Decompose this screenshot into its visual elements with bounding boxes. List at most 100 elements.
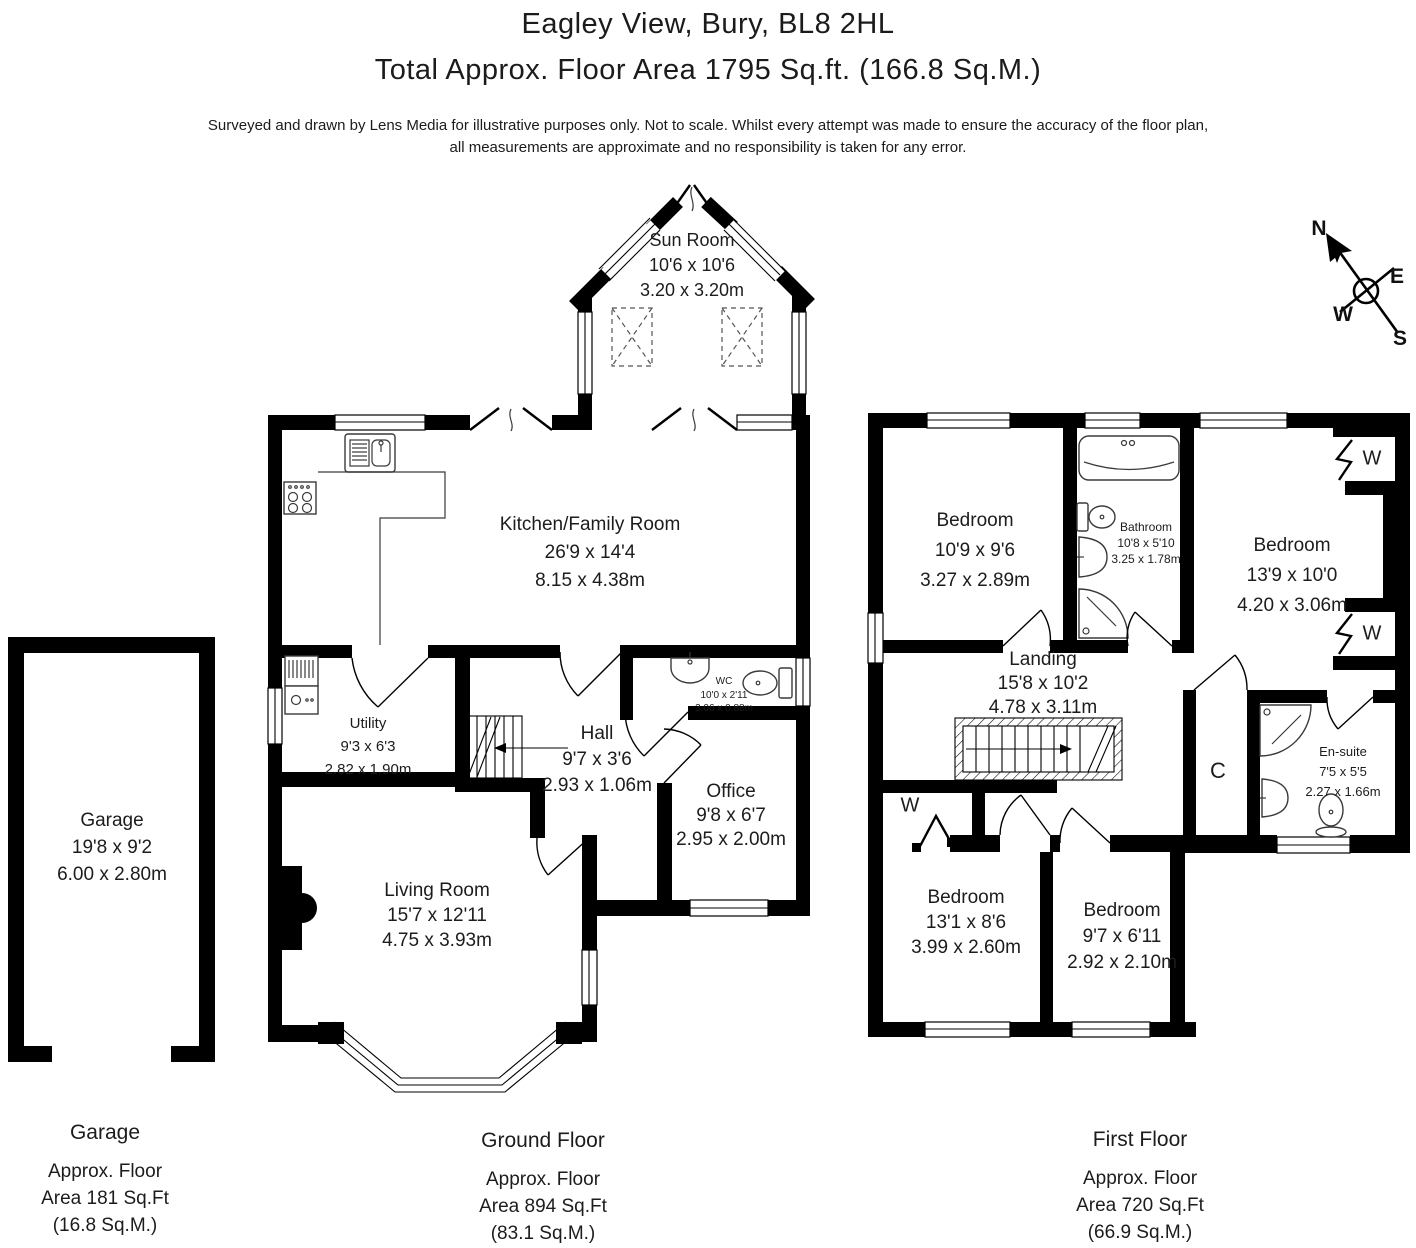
- room-label-sun-room: Sun Room 10'6 x 10'6 3.20 x 3.20m: [640, 228, 744, 302]
- first-floor-caption: First Floor Approx. Floor Area 720 Sq.Ft…: [1076, 1128, 1204, 1246]
- first-floor-plan: [867, 412, 1410, 1038]
- bathroom-basin-icon: [1077, 536, 1108, 578]
- cupboard-marker: C: [1210, 758, 1226, 783]
- wardrobe-bifold-icon: [912, 439, 1353, 852]
- sun-room-structure: [569, 184, 815, 420]
- caption-line: Area 720 Sq.Ft: [1076, 1195, 1204, 1216]
- room-size-metric: 6.00 x 2.80m: [57, 864, 167, 885]
- room-size-metric: 4.78 x 3.11m: [988, 697, 1098, 718]
- room-name: Bedroom: [936, 510, 1014, 531]
- room-size-metric: 4.75 x 3.93m: [382, 930, 492, 951]
- room-name: Kitchen/Family Room: [499, 514, 681, 535]
- room-label-hall: Hall 9'7 x 3'6 2.93 x 1.06m: [542, 721, 652, 799]
- room-label-bedroom-2: Bedroom 13'9 x 10'0 4.20 x 3.06m: [1237, 531, 1347, 621]
- stairs-arrow-icon: [1060, 744, 1072, 754]
- room-size-metric: 3.06 x 0.88m: [695, 703, 753, 714]
- caption-line: Approx. Floor: [485, 1169, 601, 1190]
- caption-line: Area 181 Sq.Ft: [41, 1188, 169, 1209]
- sink-icon: [344, 433, 396, 473]
- room-size-imperial: 10'0 x 2'11: [700, 689, 748, 701]
- room-label-ensuite: En-suite 7'5 x 5'5 2.27 x 1.66m: [1305, 742, 1380, 802]
- first-floor-doors: [999, 609, 1374, 844]
- room-label-kitchen: Kitchen/Family Room 26'9 x 14'4 8.15 x 4…: [500, 511, 681, 595]
- room-size-metric: 3.27 x 2.89m: [920, 570, 1030, 591]
- room-name: Bathroom: [1119, 520, 1173, 534]
- disclaimer-line-2: all measurements are approximate and no …: [449, 139, 967, 156]
- room-name: Bedroom: [1083, 900, 1161, 921]
- room-name: Bedroom: [927, 887, 1005, 908]
- total-area-subtitle: Total Approx. Floor Area 1795 Sq.ft. (16…: [374, 54, 1042, 86]
- garage-caption: Garage Approx. Floor Area 181 Sq.Ft (16.…: [41, 1121, 169, 1239]
- compass-east-label: E: [1389, 265, 1405, 288]
- caption-title: Garage: [69, 1121, 141, 1144]
- room-name: Utility: [349, 715, 387, 732]
- first-floor-walls: [868, 413, 1410, 1037]
- ensuite-basin-icon: [1260, 778, 1289, 818]
- skylight-icon: [611, 307, 653, 367]
- ground-floor-windows: [267, 414, 811, 1006]
- ground-floor-walls: [268, 415, 810, 1044]
- ground-stairs: [467, 715, 568, 779]
- apex-double-door: [670, 184, 714, 213]
- room-name: En-suite: [1319, 744, 1367, 759]
- room-size-metric: 3.25 x 1.78m: [1111, 552, 1181, 566]
- ground-floor-doors: [351, 651, 702, 876]
- room-size-imperial: 9'7 x 6'11: [1082, 926, 1162, 947]
- wardrobe-marker: W: [900, 794, 920, 817]
- room-name: Bedroom: [1253, 535, 1331, 556]
- room-size-imperial: 19'8 x 9'2: [71, 837, 153, 858]
- room-size-metric: 2.27 x 1.66m: [1305, 784, 1381, 799]
- bathroom-shower-icon: [1078, 588, 1129, 639]
- room-size-imperial: 9'7 x 3'6: [562, 749, 632, 770]
- bathroom-toilet-icon: [1076, 502, 1116, 532]
- room-name: Garage: [80, 810, 144, 831]
- room-size-imperial: 7'5 x 5'5: [1319, 764, 1367, 779]
- ground-floor-caption: Ground Floor Approx. Floor Area 894 Sq.F…: [479, 1129, 607, 1247]
- wardrobe-marker: W: [1362, 447, 1382, 470]
- room-size-metric: 4.20 x 3.06m: [1237, 595, 1347, 616]
- room-size-imperial: 9'8 x 6'7: [696, 805, 766, 826]
- room-size-metric: 8.15 x 4.38m: [535, 570, 645, 591]
- utility-appliance-icon: [284, 655, 319, 715]
- room-size-metric: 2.95 x 2.00m: [676, 829, 786, 850]
- landing-stairs: [954, 717, 1123, 781]
- room-size-imperial: 13'1 x 8'6: [925, 912, 1007, 933]
- caption-line: Area 894 Sq.Ft: [479, 1196, 607, 1217]
- room-size-imperial: 10'6 x 10'6: [649, 254, 735, 275]
- compass-rose-icon: [1326, 233, 1400, 334]
- room-name: Landing: [1009, 649, 1077, 670]
- page-title: Eagley View, Bury, BL8 2HL: [521, 8, 895, 40]
- ground-floor-plan: [267, 184, 815, 1093]
- room-size-metric: 2.92 x 2.10m: [1067, 952, 1177, 973]
- room-label-office: Office 9'8 x 6'7 2.95 x 2.00m: [676, 780, 786, 852]
- room-name: Office: [706, 781, 756, 802]
- room-label-bedroom-4: Bedroom 9'7 x 6'11 2.92 x 2.10m: [1067, 898, 1177, 976]
- room-label-bathroom: Bathroom 10'8 x 5'10 3.25 x 1.78m: [1111, 519, 1180, 567]
- kitchen-counter-outline: [318, 471, 446, 645]
- caption-line: (16.8 Sq.M.): [52, 1215, 158, 1236]
- room-size-imperial: 15'7 x 12'11: [387, 905, 487, 926]
- hob-icon: [283, 481, 317, 515]
- wc-toilet-icon: [742, 667, 793, 699]
- room-size-imperial: 9'3 x 6'3: [340, 738, 396, 755]
- caption-title: First Floor: [1092, 1128, 1188, 1151]
- room-size-metric: 3.99 x 2.60m: [911, 937, 1021, 958]
- compass-south-label: S: [1392, 327, 1408, 350]
- bay-window-icon: [319, 1021, 581, 1093]
- room-name: Hall: [580, 723, 614, 744]
- first-floor-windows: [867, 412, 1351, 1038]
- stairs-arrow-icon: [494, 743, 506, 753]
- room-name: Living Room: [384, 880, 490, 901]
- caption-line: (83.1 Sq.M.): [490, 1223, 596, 1244]
- room-size-metric: 2.82 x 1.90m: [324, 761, 412, 778]
- room-size-imperial: 13'9 x 10'0: [1246, 565, 1338, 586]
- disclaimer-line-1: Surveyed and drawn by Lens Media for ill…: [207, 117, 1209, 134]
- room-name: Sun Room: [649, 230, 735, 250]
- wardrobe-marker: W: [1362, 622, 1382, 645]
- room-label-wc: WC 10'0 x 2'11 3.06 x 0.88m: [695, 675, 753, 716]
- room-size-imperial: 26'9 x 14'4: [544, 542, 636, 563]
- garage-plan: [8, 637, 215, 1062]
- french-door-icon: [469, 407, 738, 432]
